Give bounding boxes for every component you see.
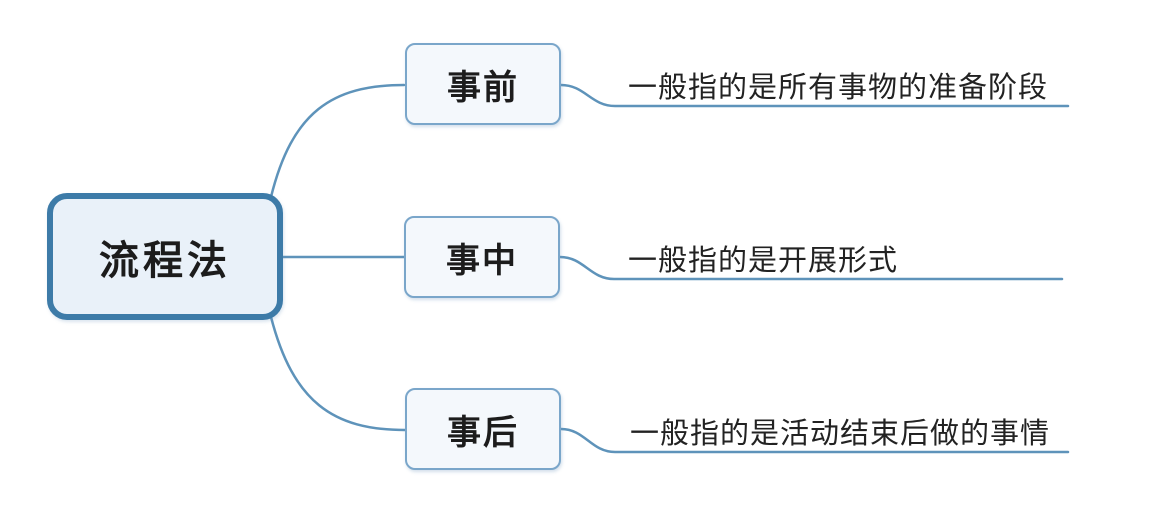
description-during[interactable]: 一般指的是开展形式 <box>628 245 899 277</box>
connector-root-to-after <box>269 315 407 432</box>
node-during[interactable]: 事中 <box>404 216 560 298</box>
node-after[interactable]: 事后 <box>405 388 561 470</box>
connector-root-to-before <box>269 83 406 199</box>
description-before[interactable]: 一般指的是所有事物的准备阶段 <box>628 72 1049 104</box>
node-before-label: 事前 <box>447 68 519 107</box>
root-node[interactable]: 流程法 <box>47 193 283 320</box>
node-before[interactable]: 事前 <box>405 43 561 125</box>
description-after[interactable]: 一般指的是活动结束后做的事情 <box>630 418 1051 450</box>
root-node-label: 流程法 <box>99 238 231 283</box>
node-after-label: 事后 <box>447 413 519 452</box>
node-during-label: 事中 <box>446 241 518 280</box>
